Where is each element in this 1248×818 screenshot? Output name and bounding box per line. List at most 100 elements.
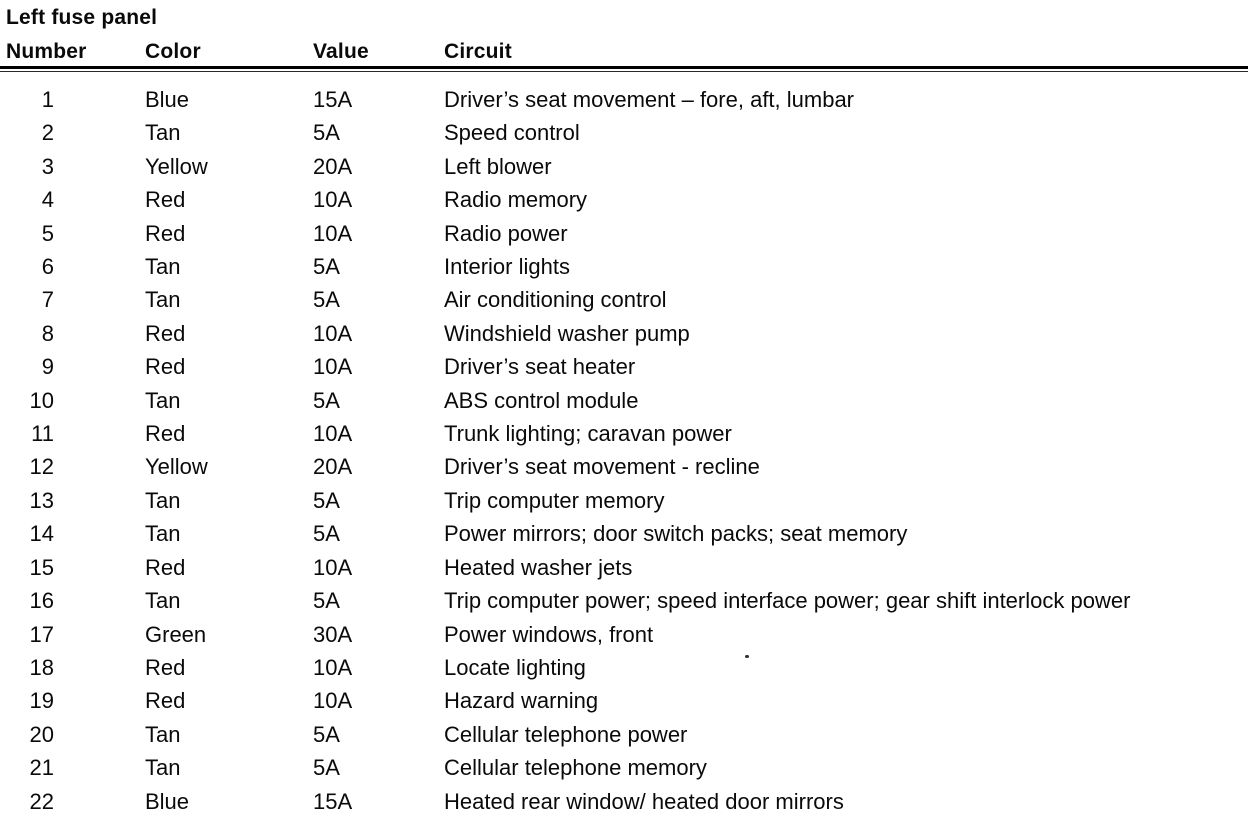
fuse-circuit: Hazard warning bbox=[444, 688, 599, 714]
column-header-color: Color bbox=[145, 40, 201, 63]
fuse-number: 14 bbox=[29, 521, 54, 547]
fuse-value: 15A bbox=[313, 87, 353, 112]
fuse-circuit: Locate lighting bbox=[444, 654, 586, 680]
fuse-value: 20A bbox=[313, 153, 353, 179]
fuse-number: 17 bbox=[29, 621, 54, 647]
fuse-number: 18 bbox=[29, 654, 54, 680]
fuse-circuit: ABS control module bbox=[444, 387, 639, 413]
fuse-value: 10A bbox=[313, 220, 353, 246]
fuse-value: 5A bbox=[313, 254, 340, 280]
table-row: 12 Yellow 20A Driver’s seat movement - r… bbox=[0, 450, 1248, 483]
fuse-color: Green bbox=[145, 621, 207, 647]
fuse-number: 13 bbox=[29, 487, 54, 513]
fuse-color: Red bbox=[145, 320, 186, 346]
fuse-value: 5A bbox=[313, 120, 340, 146]
fuse-color: Tan bbox=[145, 721, 181, 747]
fuse-circuit: Radio memory bbox=[444, 187, 588, 213]
fuse-value: 10A bbox=[313, 654, 353, 680]
table-row: 20 Tan 5A Cellular telephone power bbox=[0, 718, 1248, 751]
fuse-color: Tan bbox=[145, 120, 181, 146]
fuse-circuit: Radio power bbox=[444, 220, 568, 246]
fuse-value: 10A bbox=[313, 554, 353, 580]
fuse-color: Tan bbox=[145, 487, 181, 513]
fuse-circuit: Air conditioning control bbox=[444, 287, 667, 313]
fuse-value: 5A bbox=[313, 487, 340, 513]
fuse-circuit: Interior lights bbox=[444, 254, 570, 280]
table-row: 1 Blue 15A Driver’s seat movement – fore… bbox=[0, 83, 1248, 116]
fuse-color: Red bbox=[145, 654, 186, 680]
table-row: 18 Red 10A Locate lighting bbox=[0, 651, 1248, 684]
column-header-value: Value bbox=[313, 40, 369, 63]
table-row: 11 Red 10A Trunk lighting; caravan power bbox=[0, 417, 1248, 450]
fuse-color: Red bbox=[145, 554, 186, 580]
fuse-color: Tan bbox=[145, 254, 181, 280]
fuse-circuit: Driver’s seat heater bbox=[444, 354, 636, 380]
fuse-color: Red bbox=[145, 421, 186, 447]
fuse-value: 10A bbox=[313, 354, 353, 380]
fuse-number: 2 bbox=[41, 120, 54, 146]
fuse-circuit: Power mirrors; door switch packs; seat m… bbox=[444, 521, 908, 547]
fuse-value: 10A bbox=[313, 688, 353, 714]
fuse-color: Tan bbox=[145, 521, 181, 547]
fuse-color: Tan bbox=[145, 387, 181, 413]
table-row: 6 Tan 5A Interior lights bbox=[0, 250, 1248, 283]
fuse-circuit: Heated rear window/ heated door mirrors bbox=[444, 788, 844, 814]
fuse-value: 10A bbox=[313, 187, 353, 213]
column-header-circuit: Circuit bbox=[444, 40, 512, 63]
table-row: 14 Tan 5A Power mirrors; door switch pac… bbox=[0, 517, 1248, 550]
header-rule-thin bbox=[0, 71, 1248, 72]
fuse-value: 10A bbox=[313, 421, 353, 447]
fuse-value: 5A bbox=[313, 521, 340, 547]
table-row: 4 Red 10A Radio memory bbox=[0, 183, 1248, 216]
column-header-number: Number bbox=[6, 40, 87, 63]
fuse-number: 5 bbox=[41, 220, 54, 246]
table-row: 9 Red 10A Driver’s seat heater bbox=[0, 350, 1248, 383]
table-row: 2 Tan 5A Speed control bbox=[0, 116, 1248, 149]
fuse-number: 11 bbox=[31, 421, 54, 447]
fuse-number: 4 bbox=[41, 187, 54, 213]
fuse-circuit: Trip computer power; speed interface pow… bbox=[444, 588, 1131, 614]
fuse-value: 10A bbox=[313, 320, 353, 346]
page-title: Left fuse panel bbox=[6, 6, 158, 29]
table-row: 10 Tan 5A ABS control module bbox=[0, 384, 1248, 417]
fuse-color: Red bbox=[145, 354, 186, 380]
fuse-number: 15 bbox=[29, 554, 54, 580]
fuse-number: 8 bbox=[41, 320, 54, 346]
fuse-color: Yellow bbox=[145, 153, 208, 179]
fuse-value: 30A bbox=[313, 621, 353, 647]
fuse-circuit: Trip computer memory bbox=[444, 487, 665, 513]
fuse-circuit: Driver’s seat movement – fore, aft, lumb… bbox=[444, 87, 855, 112]
fuse-number: 16 bbox=[29, 588, 54, 614]
fuse-value: 5A bbox=[313, 387, 340, 413]
fuse-number: 7 bbox=[41, 287, 54, 313]
fuse-color: Red bbox=[145, 187, 186, 213]
fuse-circuit: Cellular telephone memory bbox=[444, 755, 707, 781]
fuse-circuit: Driver’s seat movement - recline bbox=[444, 454, 760, 480]
fuse-value: 15A bbox=[313, 788, 353, 814]
fuse-circuit: Heated washer jets bbox=[444, 554, 633, 580]
fuse-circuit: Trunk lighting; caravan power bbox=[444, 421, 732, 447]
fuse-circuit: Windshield washer pump bbox=[444, 320, 690, 346]
table-row: 3 Yellow 20A Left blower bbox=[0, 150, 1248, 183]
table-row: 7 Tan 5A Air conditioning control bbox=[0, 283, 1248, 316]
fuse-color: Red bbox=[145, 220, 186, 246]
fuse-number: 12 bbox=[29, 454, 54, 480]
fuse-number: 22 bbox=[29, 788, 54, 814]
fuse-color: Yellow bbox=[145, 454, 208, 480]
fuse-color: Tan bbox=[145, 755, 181, 781]
table-row: 15 Red 10A Heated washer jets bbox=[0, 551, 1248, 584]
fuse-table-body: 1 Blue 15A Driver’s seat movement – fore… bbox=[0, 83, 1248, 818]
fuse-value: 5A bbox=[313, 755, 340, 781]
table-header-row: Number Color Value Circuit bbox=[0, 38, 1248, 66]
table-row: 5 Red 10A Radio power bbox=[0, 217, 1248, 250]
fuse-circuit: Speed control bbox=[444, 120, 580, 146]
fuse-value: 5A bbox=[313, 721, 340, 747]
fuse-number: 1 bbox=[41, 87, 54, 112]
table-row: 13 Tan 5A Trip computer memory bbox=[0, 484, 1248, 517]
fuse-value: 5A bbox=[313, 588, 340, 614]
fuse-number: 21 bbox=[29, 755, 54, 781]
scan-artifact-dot bbox=[745, 655, 749, 658]
table-row: 21 Tan 5A Cellular telephone memory bbox=[0, 751, 1248, 784]
fuse-number: 10 bbox=[29, 387, 54, 413]
